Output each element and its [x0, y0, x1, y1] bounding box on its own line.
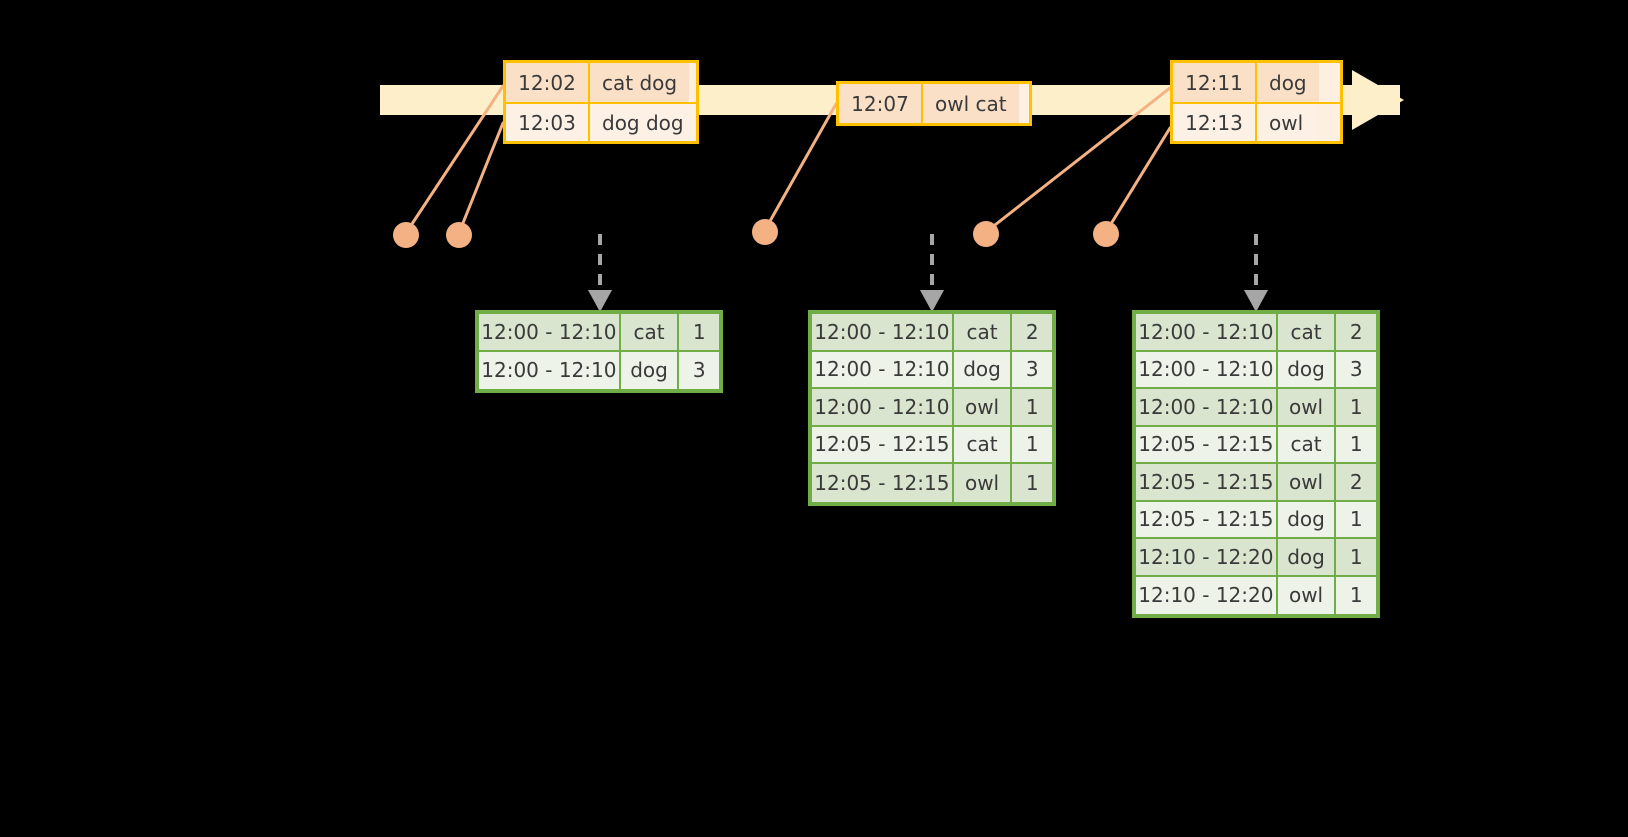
event-group-3[interactable]: 12:11 dog 12:13 owl	[1170, 60, 1343, 144]
cell-count: 1	[679, 314, 719, 352]
cell-window: 12:00 - 12:10	[1136, 351, 1278, 389]
cell-key: cat	[1277, 314, 1337, 352]
table-row[interactable]: 12:00 - 12:10 dog 3	[479, 351, 719, 389]
cell-key: dog	[620, 351, 680, 389]
event-text: cat dog	[590, 63, 690, 102]
table-row[interactable]: 12:00 - 12:10 owl 1	[812, 389, 1052, 427]
event-text: owl	[1257, 104, 1316, 141]
cell-key: dog	[1277, 351, 1337, 389]
event-time: 12:02	[506, 63, 590, 102]
cell-key: cat	[1277, 426, 1337, 464]
cell-window: 12:10 - 12:20	[1136, 576, 1278, 614]
cell-count: 1	[1012, 389, 1052, 427]
cell-window: 12:00 - 12:10	[812, 314, 954, 352]
cell-window: 12:10 - 12:20	[1136, 539, 1278, 577]
emit-arrow-2	[920, 234, 944, 312]
table-row[interactable]: 12:00 - 12:10 cat 2	[1136, 314, 1376, 352]
cell-key: owl	[1277, 464, 1337, 502]
cell-count: 1	[1336, 389, 1376, 427]
event-row[interactable]: 12:13 owl	[1173, 102, 1340, 141]
event-text: owl cat	[923, 84, 1019, 123]
cell-window: 12:05 - 12:15	[1136, 501, 1278, 539]
aggregate-table-1[interactable]: 12:00 - 12:10 cat 1 12:00 - 12:10 dog 3	[475, 310, 723, 393]
cell-window: 12:05 - 12:15	[812, 426, 954, 464]
connector-dot	[1093, 221, 1119, 247]
cell-key: owl	[1277, 389, 1337, 427]
cell-count: 1	[1336, 576, 1376, 614]
cell-key: cat	[953, 426, 1013, 464]
emit-arrow-1	[588, 234, 612, 312]
cell-window: 12:05 - 12:15	[1136, 426, 1278, 464]
event-row[interactable]: 12:11 dog	[1173, 63, 1340, 102]
table-row[interactable]: 12:05 - 12:15 owl 1	[812, 464, 1052, 502]
table-row[interactable]: 12:00 - 12:10 cat 2	[812, 314, 1052, 352]
cell-window: 12:00 - 12:10	[479, 351, 621, 389]
event-text: dog	[1257, 63, 1319, 102]
connector-dot	[446, 222, 472, 248]
cell-count: 1	[1336, 501, 1376, 539]
connector-dots	[393, 219, 1119, 248]
cell-key: cat	[620, 314, 680, 352]
table-row[interactable]: 12:05 - 12:15 owl 2	[1136, 464, 1376, 502]
emit-arrows	[588, 234, 1268, 312]
cell-key: owl	[953, 389, 1013, 427]
table-row[interactable]: 12:00 - 12:10 owl 1	[1136, 389, 1376, 427]
cell-count: 2	[1336, 464, 1376, 502]
event-time: 12:13	[1173, 104, 1257, 141]
event-time: 12:11	[1173, 63, 1257, 102]
table-row[interactable]: 12:10 - 12:20 dog 1	[1136, 539, 1376, 577]
cell-count: 1	[1336, 426, 1376, 464]
cell-count: 3	[1336, 351, 1376, 389]
cell-window: 12:05 - 12:15	[1136, 464, 1278, 502]
event-row[interactable]: 12:07 owl cat	[839, 84, 1029, 123]
event-row[interactable]: 12:03 dog dog	[506, 102, 696, 141]
event-row[interactable]: 12:02 cat dog	[506, 63, 696, 102]
aggregate-table-2[interactable]: 12:00 - 12:10 cat 2 12:00 - 12:10 dog 3 …	[808, 310, 1056, 506]
connector-dot	[973, 221, 999, 247]
table-row[interactable]: 12:05 - 12:15 cat 1	[812, 426, 1052, 464]
table-row[interactable]: 12:00 - 12:10 cat 1	[479, 314, 719, 352]
cell-count: 3	[679, 351, 719, 389]
cell-key: owl	[1277, 576, 1337, 614]
table-row[interactable]: 12:05 - 12:15 cat 1	[1136, 426, 1376, 464]
event-time: 12:03	[506, 104, 590, 141]
event-group-1[interactable]: 12:02 cat dog 12:03 dog dog	[503, 60, 699, 144]
cell-key: dog	[953, 351, 1013, 389]
event-text: dog dog	[590, 104, 696, 141]
cell-key: dog	[1277, 539, 1337, 577]
cell-window: 12:05 - 12:15	[812, 464, 954, 502]
cell-key: owl	[953, 464, 1013, 502]
cell-key: dog	[1277, 501, 1337, 539]
connector-dot	[752, 219, 778, 245]
cell-count: 2	[1336, 314, 1376, 352]
cell-count: 2	[1012, 314, 1052, 352]
cell-count: 3	[1012, 351, 1052, 389]
event-group-2[interactable]: 12:07 owl cat	[836, 81, 1032, 126]
table-row[interactable]: 12:05 - 12:15 dog 1	[1136, 501, 1376, 539]
table-row[interactable]: 12:10 - 12:20 owl 1	[1136, 576, 1376, 614]
cell-window: 12:00 - 12:10	[479, 314, 621, 352]
emit-arrow-3	[1244, 234, 1268, 312]
event-time: 12:07	[839, 84, 923, 123]
aggregate-table-3[interactable]: 12:00 - 12:10 cat 2 12:00 - 12:10 dog 3 …	[1132, 310, 1380, 618]
cell-count: 1	[1012, 426, 1052, 464]
table-row[interactable]: 12:00 - 12:10 dog 3	[1136, 351, 1376, 389]
cell-window: 12:00 - 12:10	[1136, 389, 1278, 427]
cell-count: 1	[1336, 539, 1376, 577]
cell-window: 12:00 - 12:10	[812, 351, 954, 389]
table-row[interactable]: 12:00 - 12:10 dog 3	[812, 351, 1052, 389]
cell-window: 12:00 - 12:10	[1136, 314, 1278, 352]
connector-dot	[393, 222, 419, 248]
cell-window: 12:00 - 12:10	[812, 389, 954, 427]
cell-key: cat	[953, 314, 1013, 352]
cell-count: 1	[1012, 464, 1052, 502]
